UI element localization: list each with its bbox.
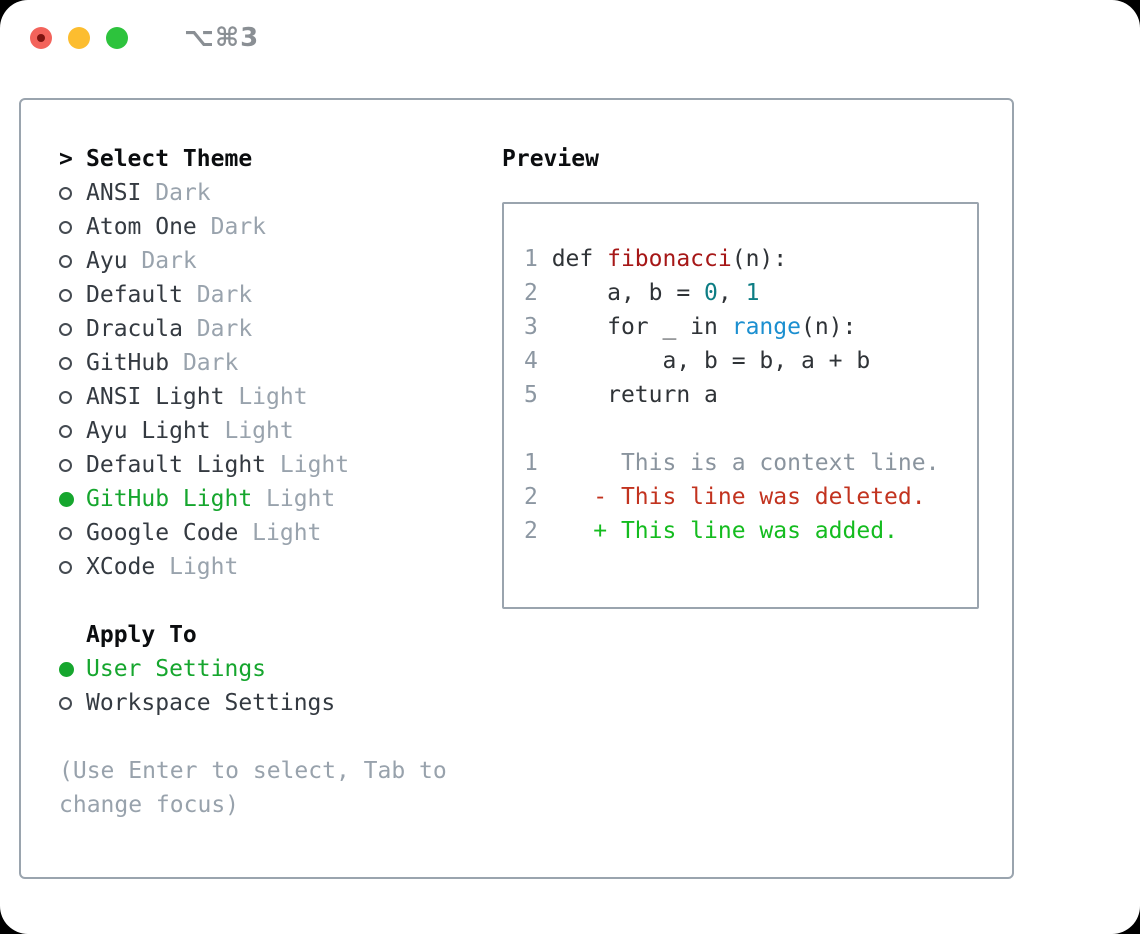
radio-icon	[59, 254, 72, 268]
preview-box: 1 def fibonacci(n): 2 a, b = 0, 1 3 for _ …	[502, 202, 979, 609]
radio-icon	[59, 186, 72, 200]
option-variant-label: Light	[169, 554, 239, 580]
option-variant-label: Light	[224, 418, 294, 444]
option-label: Dracula	[86, 316, 197, 342]
option-label: Default	[86, 282, 197, 308]
theme-option-ayu-light[interactable]: Ayu Light Light	[59, 414, 447, 448]
option-label: XCode	[86, 554, 170, 580]
radio-icon	[59, 220, 72, 234]
minimize-button[interactable]	[68, 27, 90, 49]
hint-line: change focus)	[59, 792, 240, 818]
option-label: User Settings	[86, 656, 267, 682]
code-line: 1 def fibonacci(n):	[524, 246, 788, 272]
radio-icon	[59, 424, 72, 438]
close-dot-icon	[37, 34, 45, 42]
select-theme-title: Select Theme	[86, 146, 253, 172]
theme-option-ansi-light[interactable]: ANSI Light Light	[59, 380, 447, 414]
option-variant-label: Dark	[141, 248, 197, 274]
close-button[interactable]	[30, 27, 52, 49]
code-line: 1 This is a context line.	[524, 450, 940, 476]
radio-icon	[59, 696, 72, 710]
code-line: 4 a, b = b, a + b	[524, 348, 871, 374]
window-titlebar: ⌥⌘3	[30, 23, 260, 53]
preview-section: Preview 1 def fibonacci(n): 2 a, b = 0, 1…	[502, 142, 979, 609]
option-variant-label: Dark	[155, 180, 211, 206]
option-variant-label: Light	[238, 384, 308, 410]
code-line: 3 for _ in range(n):	[524, 314, 857, 340]
option-label: ANSI Light	[86, 384, 239, 410]
theme-option-github[interactable]: GitHub Dark	[59, 346, 447, 380]
option-variant-label: Light	[266, 486, 336, 512]
option-variant-label: Dark	[196, 282, 253, 308]
option-label: Google Code	[86, 520, 253, 546]
radio-icon	[59, 390, 72, 404]
window-title: ⌥⌘3	[184, 23, 260, 53]
radio-icon	[59, 526, 72, 540]
maximize-button[interactable]	[106, 27, 128, 49]
theme-option-ansi[interactable]: ANSI Dark	[59, 176, 447, 210]
preview-title: Preview	[502, 146, 599, 172]
code-line: 2 - This line was deleted.	[524, 484, 926, 510]
radio-selected-icon	[59, 661, 74, 677]
code-line: 5 return a	[524, 382, 718, 408]
radio-icon	[59, 560, 72, 574]
option-label: Atom One	[86, 214, 211, 240]
theme-option-github-light[interactable]: GitHub Light Light	[59, 482, 447, 516]
option-variant-label: Light	[252, 520, 322, 546]
option-label: Ayu Light	[86, 418, 225, 444]
apply-to-header: Apply To	[59, 618, 447, 652]
apply-to-title: Apply To	[86, 622, 197, 648]
option-label: Ayu	[86, 248, 142, 274]
apply-option-workspace-settings[interactable]: Workspace Settings	[59, 686, 447, 720]
radio-icon	[59, 458, 72, 472]
option-label: Default Light	[86, 452, 280, 478]
option-variant-label: Light	[279, 452, 350, 478]
radio-icon	[59, 288, 72, 302]
theme-option-dracula[interactable]: Dracula Dark	[59, 312, 447, 346]
select-theme-header: > Select Theme	[59, 142, 447, 176]
option-label: GitHub Light	[86, 486, 267, 512]
keyboard-hint: (Use Enter to select, Tab to change focus…	[59, 754, 447, 822]
theme-option-google-code[interactable]: Google Code Light	[59, 516, 447, 550]
option-label: Workspace Settings	[86, 690, 336, 716]
radio-icon	[59, 356, 72, 370]
radio-selected-icon	[59, 491, 74, 507]
theme-option-default[interactable]: Default Dark	[59, 278, 447, 312]
theme-option-atom-one[interactable]: Atom One Dark	[59, 210, 447, 244]
option-label: ANSI	[86, 180, 156, 206]
option-variant-label: Dark	[182, 350, 239, 376]
option-variant-label: Dark	[196, 316, 253, 342]
option-variant-label: Dark	[210, 214, 267, 240]
code-line: 2 + This line was added.	[524, 518, 898, 544]
code-line	[524, 412, 977, 446]
theme-option-default-light[interactable]: Default Light Light	[59, 448, 447, 482]
prompt-icon: >	[59, 146, 73, 172]
radio-icon	[59, 322, 72, 336]
option-label: GitHub	[86, 350, 183, 376]
theme-option-ayu[interactable]: Ayu Dark	[59, 244, 447, 278]
hint-line: (Use Enter to select, Tab to	[59, 758, 447, 784]
code-line: 2 a, b = 0, 1	[524, 280, 760, 306]
code-preview: 1 def fibonacci(n): 2 a, b = 0, 1 3 for _ …	[504, 204, 977, 548]
theme-option-xcode[interactable]: XCode Light	[59, 550, 447, 584]
apply-option-user-settings[interactable]: User Settings	[59, 652, 447, 686]
